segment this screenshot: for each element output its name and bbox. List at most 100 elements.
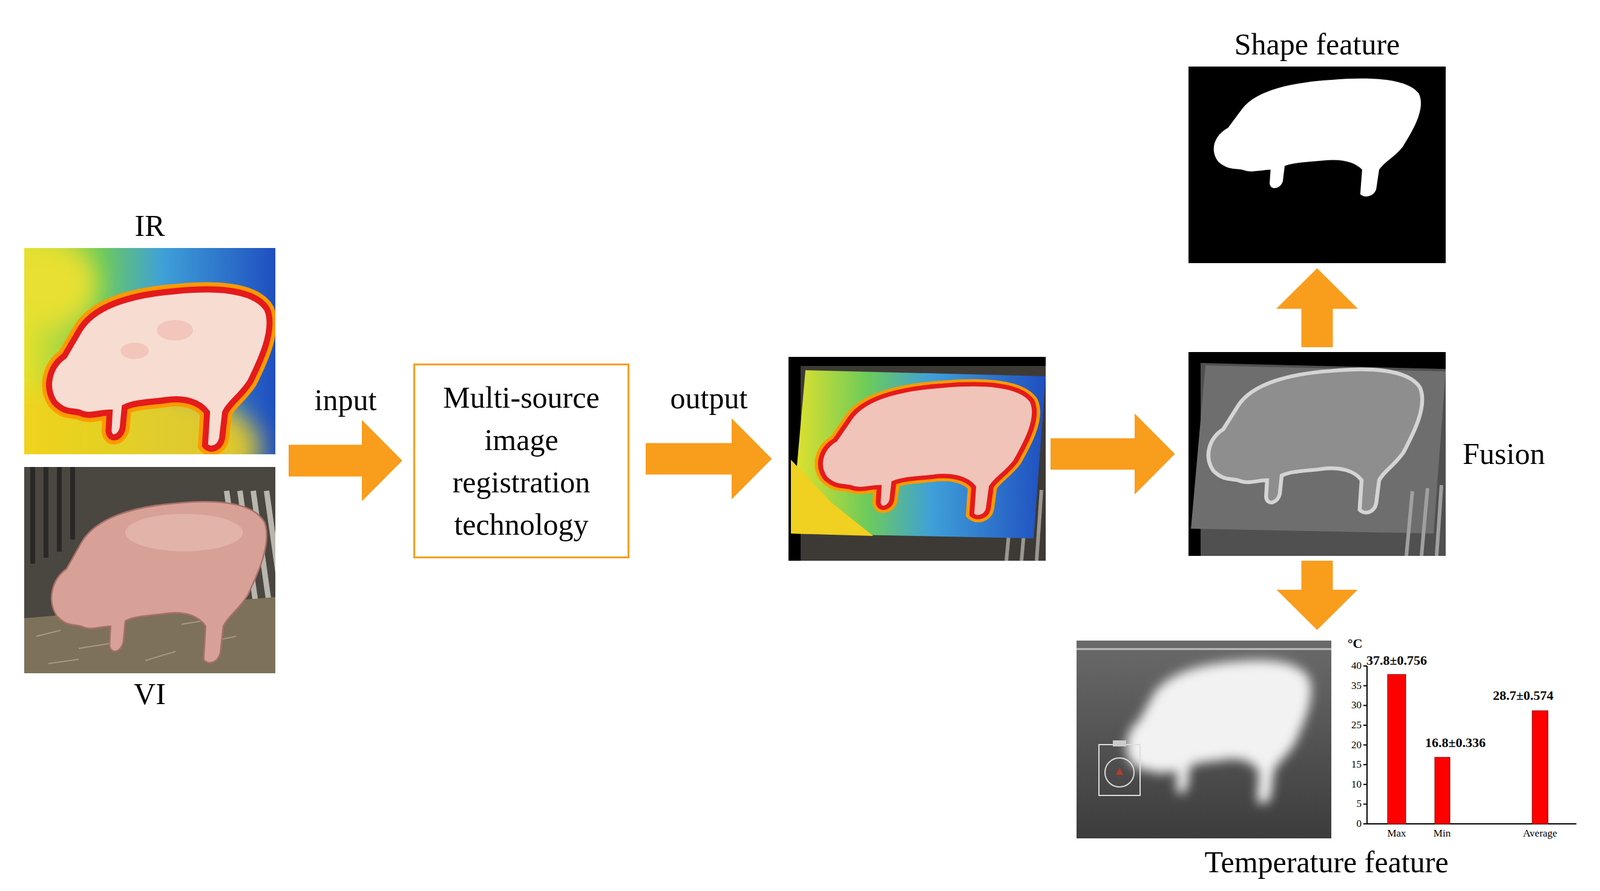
axis-ticks <box>1363 666 1368 825</box>
illustration-part <box>78 643 109 649</box>
axis-tick-label: 5 <box>1356 798 1363 811</box>
pig-highlight <box>125 513 243 552</box>
bar <box>1532 711 1548 825</box>
illustration-part <box>1036 490 1042 561</box>
illustration-part <box>36 630 61 637</box>
bar <box>1387 674 1406 825</box>
block-arrow <box>288 445 362 477</box>
vi-pig <box>51 501 267 663</box>
pig-glow <box>49 289 270 450</box>
pen-slats <box>1406 485 1442 557</box>
axis-tick-label: 35 <box>1351 680 1362 692</box>
pen-bars <box>30 467 76 564</box>
panel-heading: IR <box>134 208 166 244</box>
spot-marker <box>1098 740 1141 796</box>
pig-body <box>1208 369 1423 514</box>
process-box: Multi-source image registration technolo… <box>413 363 630 559</box>
pig-glow <box>820 384 1035 518</box>
illustration-part <box>1363 744 1368 747</box>
illustration-part <box>145 651 176 661</box>
axis-tick-label: 40 <box>1351 660 1362 673</box>
illustration-part <box>70 467 76 540</box>
axis-tick-label: 20 <box>1351 739 1362 751</box>
illustration-part <box>1363 764 1368 766</box>
value-label: 16.8±0.336 <box>1425 735 1486 751</box>
shape-mask <box>1188 66 1446 264</box>
block-arrow <box>1050 438 1135 471</box>
illustration-part <box>1115 767 1124 776</box>
vi-image <box>24 467 276 674</box>
thermal-overlay <box>790 370 1046 539</box>
fusion-pig <box>1208 369 1423 514</box>
block-arrow <box>1301 308 1334 348</box>
temperature-pig <box>1126 660 1311 805</box>
registered-pig <box>820 384 1035 518</box>
image-panel: IR <box>24 248 276 455</box>
panel-heading: Temperature feature <box>1204 845 1449 881</box>
illustration-part <box>1104 758 1135 788</box>
block-arrow <box>288 445 362 477</box>
category-label: Max <box>1386 828 1406 840</box>
bar-chart <box>1363 666 1577 825</box>
panel-background <box>1188 66 1446 264</box>
illustration-part <box>43 467 49 558</box>
edge-label: output <box>670 381 748 417</box>
illustration-part <box>1363 823 1368 825</box>
panel-heading: Fusion <box>1462 436 1545 473</box>
axis-unit: °C <box>1347 636 1363 652</box>
image-panel: Shape feature <box>1188 66 1446 264</box>
panel-background <box>1076 640 1332 839</box>
block-arrow <box>645 443 732 476</box>
illustration-part <box>30 467 36 564</box>
pig-spot <box>120 342 149 359</box>
pig-body <box>49 289 270 450</box>
illustration-part <box>1363 803 1368 805</box>
ir-image <box>24 248 276 455</box>
bar <box>1434 757 1450 825</box>
registered-image <box>788 357 1046 561</box>
temperature-image <box>1076 640 1332 839</box>
pig-blob <box>1126 660 1311 805</box>
panel-heading: VI <box>133 677 166 713</box>
pig-silhouette <box>1213 78 1421 197</box>
block-arrow <box>1301 560 1334 591</box>
axis-tick-label: 10 <box>1351 778 1362 791</box>
pig-spot <box>156 320 194 341</box>
illustration-part <box>1406 491 1413 557</box>
illustration-part <box>1436 485 1442 557</box>
panel-background <box>788 357 1046 561</box>
vi-background <box>24 467 276 674</box>
panel-heading: Shape feature <box>1234 27 1400 63</box>
illustration-part <box>1363 724 1368 727</box>
ir-pig <box>49 289 270 450</box>
box-label: Multi-source image registration technolo… <box>428 376 615 546</box>
mask-pig <box>1213 78 1421 197</box>
panel-rule <box>1076 648 1332 651</box>
panel-background <box>1188 352 1446 557</box>
axis-tick-label: 0 <box>1356 818 1363 831</box>
image-panel: Fusion <box>1188 352 1446 557</box>
illustration-part <box>1112 740 1127 747</box>
image-panel: VI <box>24 467 276 674</box>
fusion-image <box>1188 352 1446 557</box>
illustration-part <box>1421 488 1428 557</box>
axis-tick-label: 30 <box>1351 700 1362 712</box>
chart-axes <box>1367 666 1577 825</box>
illustration-part <box>1098 744 1141 796</box>
value-label: 28.7±0.574 <box>1492 688 1554 704</box>
axis-tick-label: 15 <box>1351 759 1362 771</box>
axis-tick-label: 25 <box>1351 720 1362 732</box>
illustration-part <box>1363 704 1368 707</box>
category-label: Min <box>1433 828 1451 840</box>
image-panel: Temperature feature <box>1076 632 1577 842</box>
illustration-part <box>1363 685 1368 687</box>
value-label: 37.8±0.756 <box>1366 653 1427 669</box>
pig-body <box>51 501 267 663</box>
category-label: Average <box>1523 828 1558 840</box>
pig-body <box>820 384 1035 518</box>
illustration-part <box>1363 784 1368 786</box>
illustration-part <box>48 659 79 664</box>
